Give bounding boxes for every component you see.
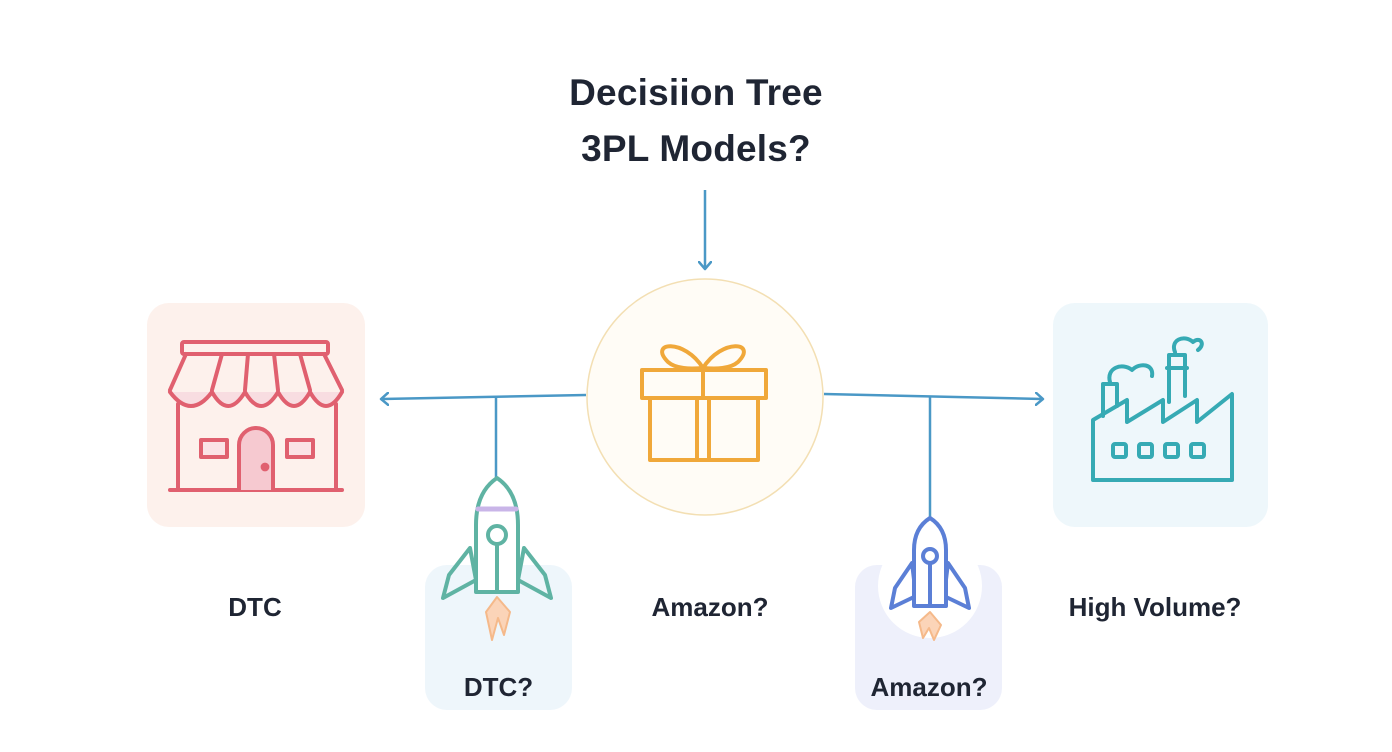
diagram-title-line-1: Decisiion Tree <box>569 72 823 113</box>
storefront-icon <box>168 340 344 492</box>
high-volume-label: High Volume? <box>1068 592 1242 622</box>
dtc-question-label: DTC? <box>463 672 534 702</box>
gift-box-icon <box>640 344 768 462</box>
diagram-title-line-2: 3PL Models? <box>581 128 811 169</box>
dtc-label: DTC <box>228 592 282 622</box>
right-arrow <box>823 394 1042 399</box>
left-arrow <box>382 395 587 399</box>
rocket-icon-green <box>441 476 553 641</box>
rocket-icon-blue <box>878 516 982 641</box>
amazon-label: Amazon? <box>651 592 769 622</box>
factory-icon <box>1091 336 1234 482</box>
amazon-question-label: Amazon? <box>870 672 988 702</box>
